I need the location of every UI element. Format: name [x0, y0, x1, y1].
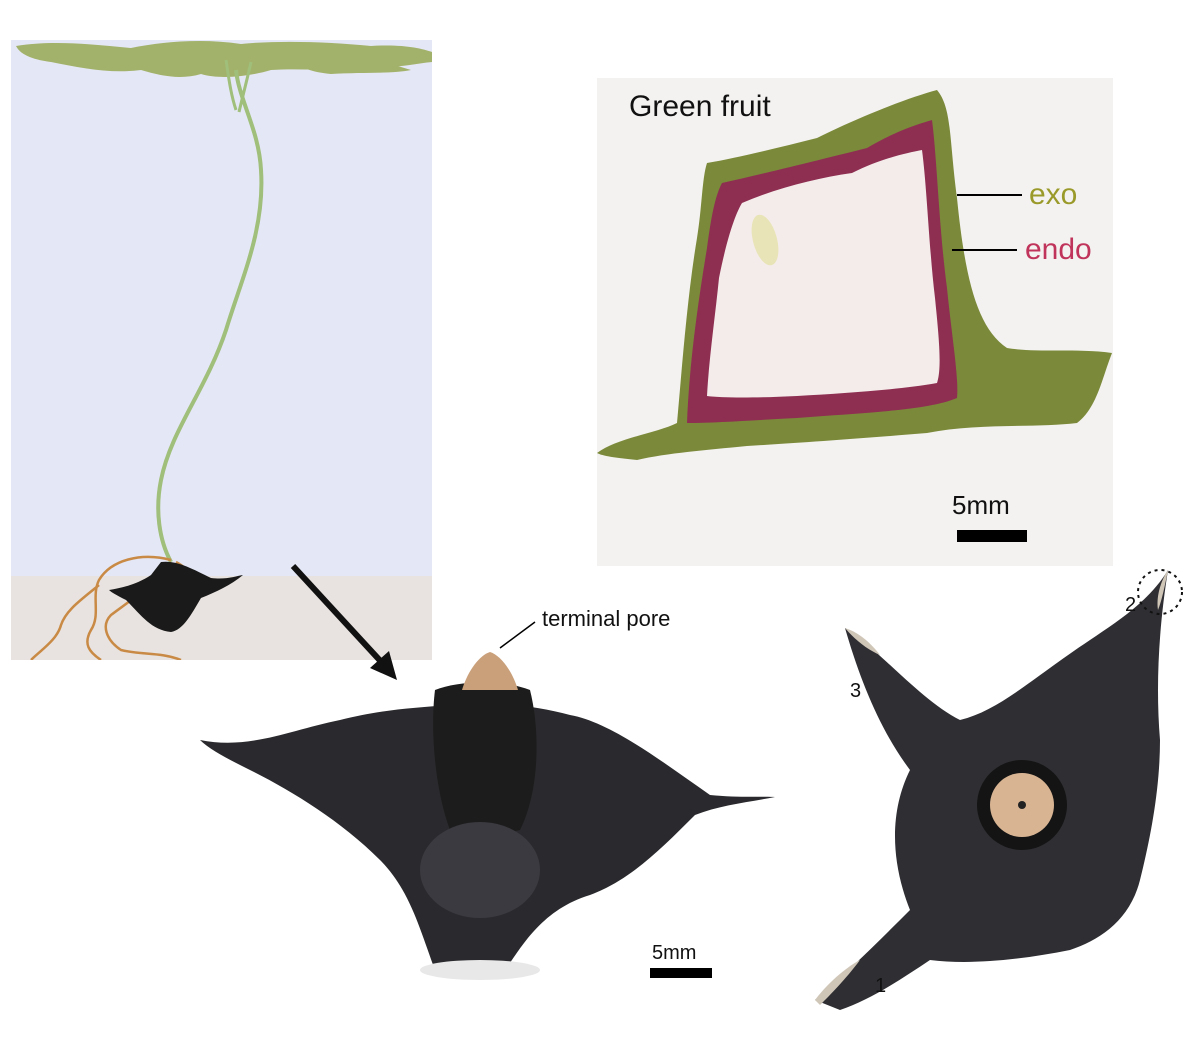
embryo: [751, 214, 779, 266]
seed-side-svg: [200, 621, 775, 980]
side-scale-label: 5mm: [652, 942, 697, 964]
buried-seed-icon: [109, 561, 243, 632]
central-column: [433, 682, 537, 836]
exo-label: exo: [1029, 178, 1078, 211]
seed-top-photo: 1 2 3: [800, 560, 1200, 1020]
dotted-circle-icon: [1137, 569, 1183, 615]
fruit-scale-bar: [957, 530, 1027, 542]
sky-area: [11, 40, 432, 580]
endo-label: endo: [1025, 233, 1092, 266]
horn-label-3: 3: [850, 680, 862, 702]
horn-tip-3: [845, 628, 880, 655]
fruit-scale-label: 5mm: [952, 490, 1010, 520]
horn-label-1: 1: [875, 975, 887, 997]
pore-pointer-line: [499, 621, 536, 649]
green-fruit-photo: Green fruit exo endo 5mm: [597, 78, 1113, 566]
horn-tip-2: [1157, 570, 1168, 610]
canopy-icon: [16, 41, 432, 77]
fruit-title: Green fruit: [629, 90, 771, 123]
lower-lobe: [420, 822, 540, 918]
horn-label-2: 2: [1125, 594, 1137, 616]
horn-tip-1: [815, 960, 860, 1005]
seed-base: [420, 960, 540, 980]
seedling-illustration: [11, 40, 432, 662]
seed-side-photo: terminal pore 5mm: [190, 590, 790, 1010]
seedling-illustration-svg: [11, 40, 432, 662]
stem: [156, 69, 264, 563]
seed-interior: [707, 150, 940, 398]
side-scale-bar: [650, 968, 712, 978]
pore-label: terminal pore: [542, 606, 671, 631]
fruit-section-svg: [597, 90, 1112, 460]
seed-top-svg: [815, 569, 1183, 1010]
terminal-pore: [462, 652, 518, 690]
soil-area: [11, 576, 432, 660]
arrow-icon: [290, 563, 397, 680]
